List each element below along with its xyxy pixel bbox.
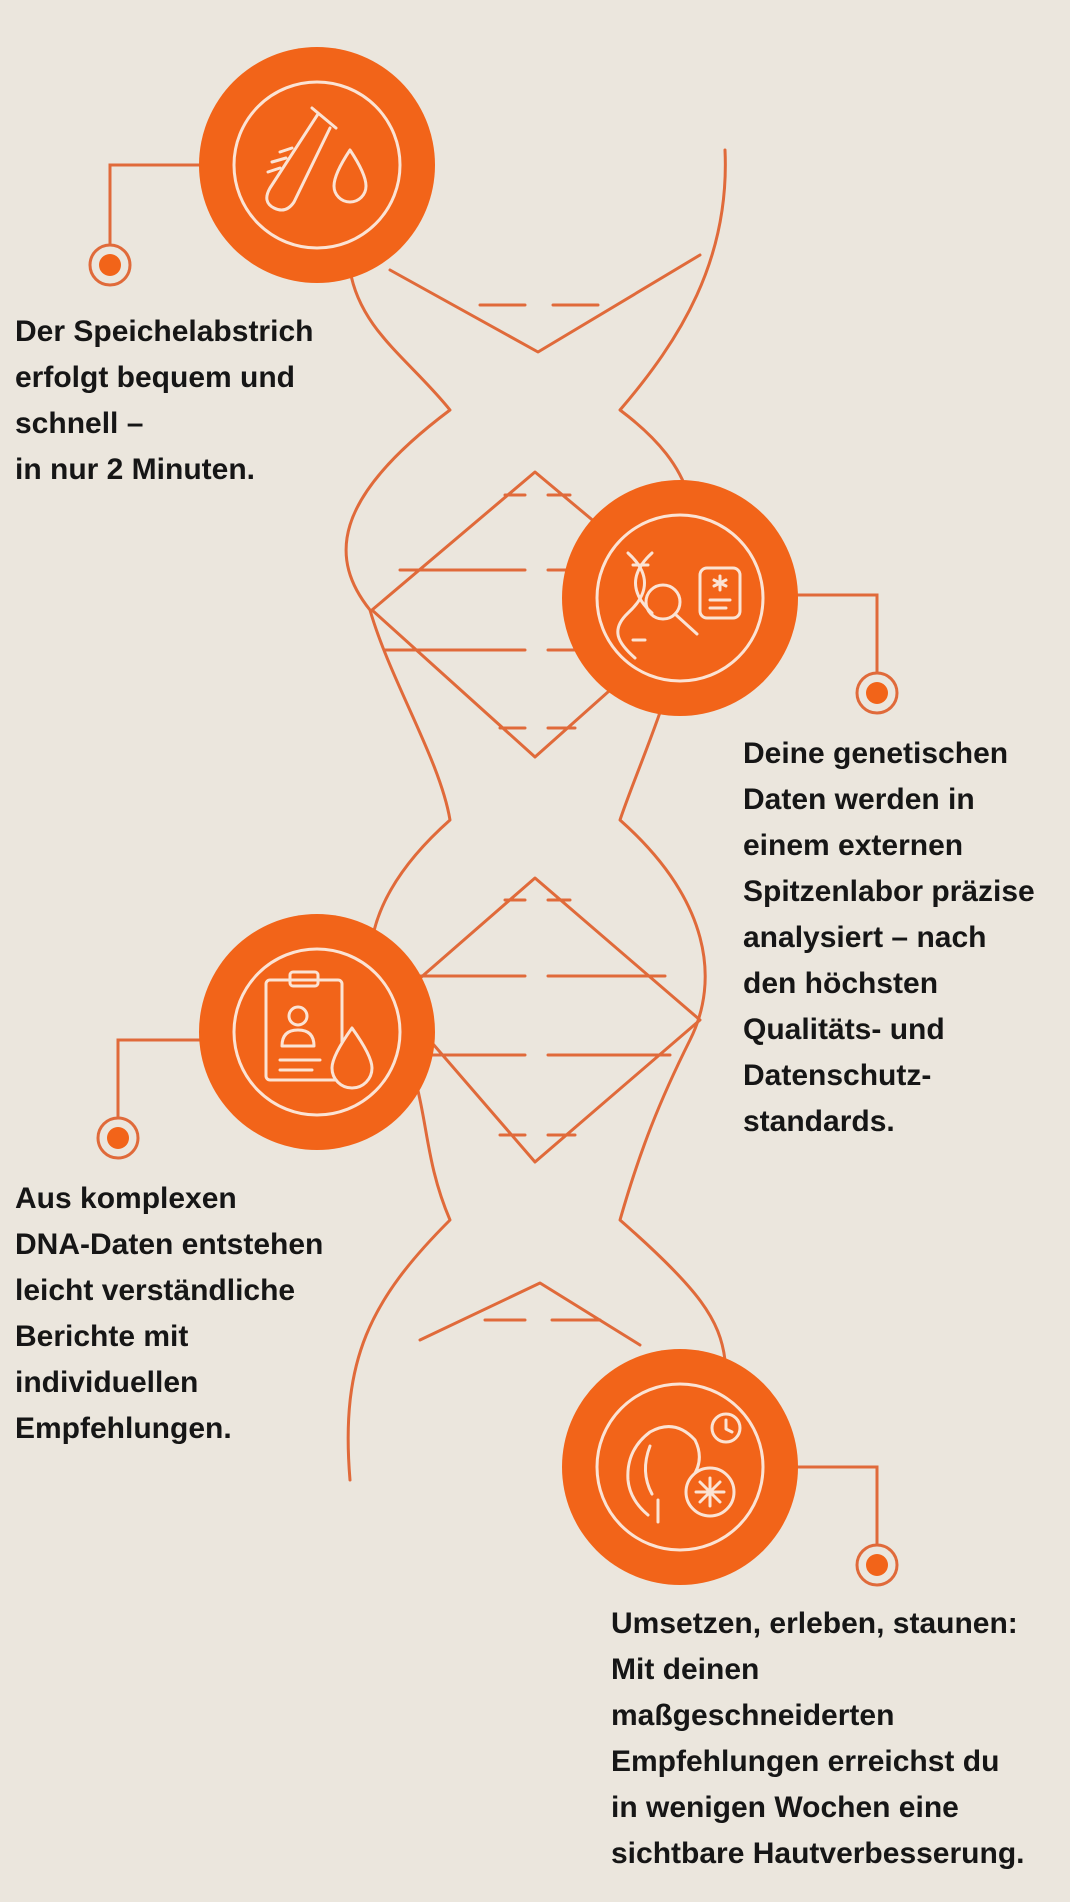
connector-dot-2 xyxy=(855,671,899,715)
step-4-line: Mit deinen xyxy=(611,1653,760,1686)
step-3-line: Empfehlungen. xyxy=(15,1412,232,1445)
step-2-line: einem externen xyxy=(743,829,964,862)
step-2-line: standards. xyxy=(743,1105,895,1138)
step-2-description: Deine genetischen Daten werden in einem … xyxy=(743,731,1035,1145)
step-2-line: Daten werden in xyxy=(743,783,975,816)
helix-diamond-4 xyxy=(418,1281,642,1347)
face-skin-clock-icon xyxy=(626,1412,742,1524)
step-2-line: Datenschutz- xyxy=(743,1059,932,1092)
helix-diamond-1 xyxy=(388,253,702,354)
step-2-line: analysiert – nach xyxy=(743,921,987,954)
dna-magnifier-report-icon xyxy=(616,551,742,660)
step-4-line: Empfehlungen erreichst du xyxy=(611,1745,1000,1778)
connector-2 xyxy=(795,593,879,673)
step-1-line: Der Speichelabstrich xyxy=(15,315,314,348)
step-2-line: Qualitäts- und xyxy=(743,1013,945,1046)
step-2-badge xyxy=(562,480,798,716)
clipboard-profile-drop-icon xyxy=(264,970,374,1090)
step-4-description: Umsetzen, erleben, staunen: Mit deinen m… xyxy=(611,1601,1024,1877)
step-4-line: in wenigen Wochen eine xyxy=(611,1791,959,1824)
test-tube-drop-icon xyxy=(265,106,368,212)
step-4-line: maßgeschneiderten xyxy=(611,1699,895,1732)
step-1-badge xyxy=(199,47,435,283)
step-1-line: erfolgt bequem und xyxy=(15,361,295,394)
helix-strand-right xyxy=(618,148,727,1362)
step-3-line: individuellen xyxy=(15,1366,199,1399)
step-2-line: Deine genetischen xyxy=(743,737,1009,770)
dna-helix xyxy=(344,148,727,1482)
step-3-badge xyxy=(199,914,435,1150)
step-3-line: DNA-Daten entstehen xyxy=(15,1228,324,1261)
step-1-description: Der Speichelabstrich erfolgt bequem und … xyxy=(15,309,313,493)
connectors xyxy=(88,163,899,1587)
connector-dot-4 xyxy=(855,1543,899,1587)
connector-dot-3 xyxy=(96,1116,140,1160)
step-1-line: schnell – xyxy=(15,407,144,440)
step-4-line: Umsetzen, erleben, staunen: xyxy=(611,1607,1018,1640)
step-2-line: Spitzenlabor präzise xyxy=(743,875,1035,908)
step-4-badge xyxy=(562,1349,798,1585)
step-3-description: Aus komplexen DNA-Daten entstehen leicht… xyxy=(15,1176,323,1452)
connector-4 xyxy=(795,1465,879,1545)
step-3-line: leicht verständliche xyxy=(15,1274,296,1307)
step-2-line: den höchsten xyxy=(743,967,939,1000)
connector-1 xyxy=(108,163,200,245)
connector-3 xyxy=(116,1038,200,1118)
step-3-line: Aus komplexen xyxy=(15,1182,237,1215)
helix-strand-left xyxy=(344,268,452,1482)
step-1-line: in nur 2 Minuten. xyxy=(15,453,255,486)
connector-dot-1 xyxy=(88,243,132,287)
helix-diamond-3 xyxy=(393,876,702,1164)
step-3-line: Berichte mit xyxy=(15,1320,189,1353)
step-4-line: sichtbare Hautverbesserung. xyxy=(611,1837,1025,1870)
